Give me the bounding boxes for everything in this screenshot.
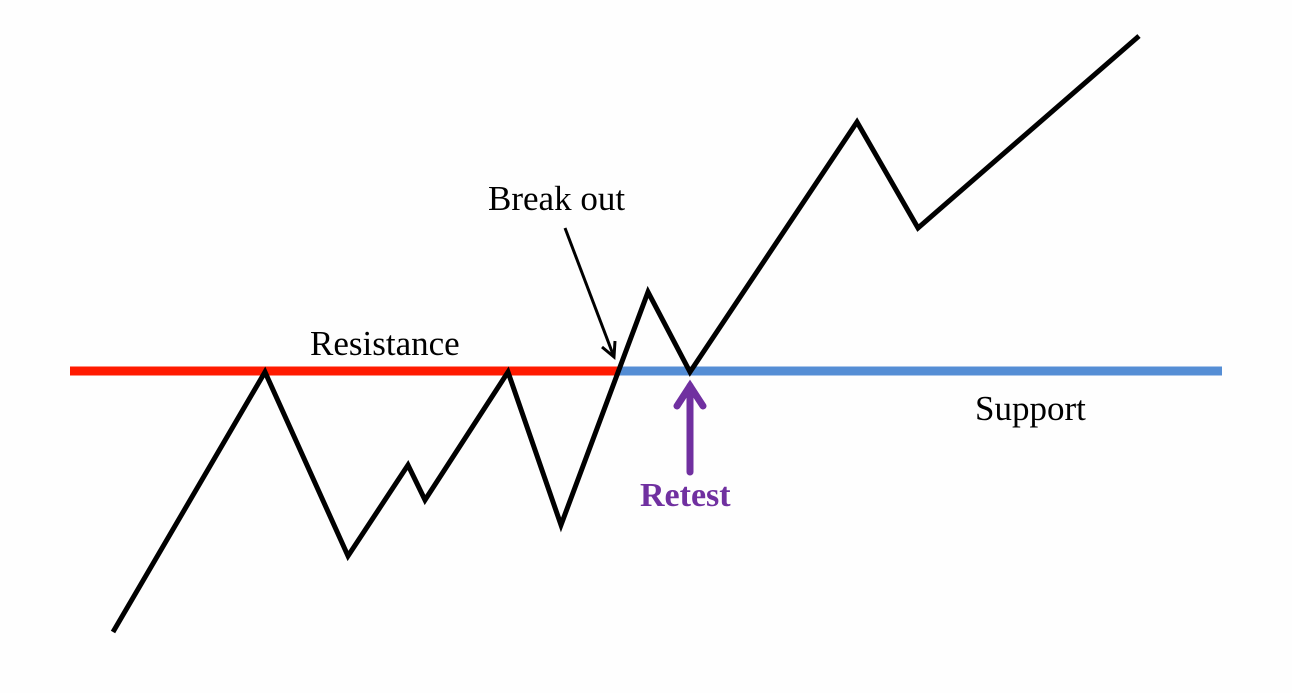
resistance-label: Resistance [310,324,460,363]
price-path [110,34,1141,634]
breakout-arrow [563,227,617,361]
retest-label: Retest [640,477,731,514]
support-label: Support [975,389,1086,428]
retest-arrow [673,379,707,476]
breakout-label: Break out [488,179,625,218]
